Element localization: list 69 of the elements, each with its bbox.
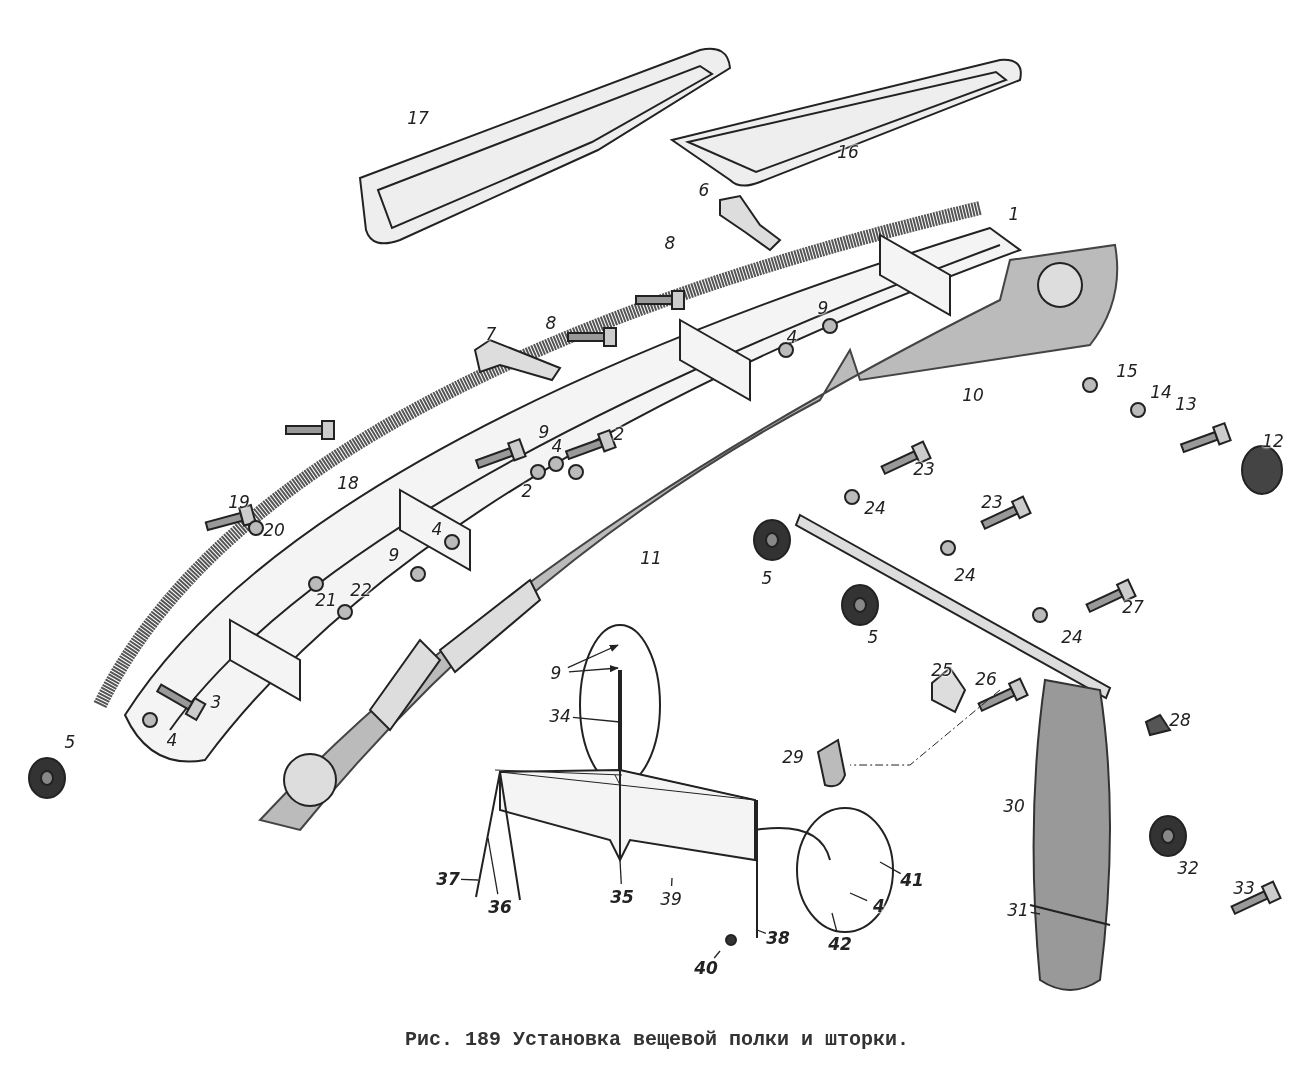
callout-number: 25: [931, 661, 953, 679]
callout-number: 9: [550, 664, 562, 682]
callout-number: 11: [640, 549, 662, 567]
callout-number: 33: [1233, 879, 1255, 897]
leader-line: [849, 892, 868, 902]
callout-number: 14: [1150, 383, 1172, 401]
callout-number: 16: [837, 143, 859, 161]
leader-line: [1030, 911, 1041, 915]
callout-number: 13: [1175, 395, 1197, 413]
callout-number: 22: [350, 581, 372, 599]
callout-number: 9: [388, 546, 400, 564]
callout-number: 31: [1007, 901, 1029, 919]
callout-number: 4: [431, 520, 443, 538]
callout-number: 38: [766, 929, 790, 947]
callout-number: 4: [873, 897, 885, 915]
leader-line: [831, 912, 838, 933]
leader-line: [487, 837, 499, 895]
leader-line: [670, 877, 673, 887]
leader-line: [713, 950, 721, 959]
callout-number: 5: [761, 569, 773, 587]
callout-number: 32: [1177, 859, 1199, 877]
callout-number: 26: [975, 670, 997, 688]
callout-number: 8: [664, 234, 676, 252]
callout-number: 17: [407, 109, 429, 127]
callout-number: 5: [867, 628, 879, 646]
callout-number: 27: [1122, 598, 1144, 616]
callout-number: 3: [210, 693, 222, 711]
callout-number: 10: [962, 386, 984, 404]
callout-number: 40: [694, 959, 718, 977]
callout-number: 20: [263, 521, 285, 539]
leader-line: [572, 716, 621, 723]
callout-number: 23: [913, 460, 935, 478]
leader-line: [568, 665, 619, 673]
leader-line: [567, 644, 619, 669]
callout-number: 8: [545, 314, 557, 332]
callout-number: 19: [228, 493, 250, 511]
callout-number: 5: [64, 733, 76, 751]
callout-number: 2: [613, 425, 625, 443]
callout-number: 4: [551, 437, 563, 455]
callout-number: 42: [828, 935, 852, 953]
callout-number: 23: [981, 493, 1003, 511]
callout-number: 41: [900, 871, 924, 889]
callout-number: 24: [864, 499, 886, 517]
callout-number: 21: [315, 591, 337, 609]
callout-number: 15: [1116, 362, 1138, 380]
callout-number: 9: [538, 423, 550, 441]
callout-number: 29: [782, 748, 804, 766]
callout-number: 37: [436, 870, 460, 888]
callout-number: 18: [337, 474, 359, 492]
callout-number: 9: [817, 299, 829, 317]
callout-number: 30: [1003, 797, 1025, 815]
callout-number: 36: [488, 898, 512, 916]
callout-number: 24: [1061, 628, 1083, 646]
callout-number: 39: [660, 890, 682, 908]
leader-line: [879, 861, 902, 875]
callout-number: 28: [1169, 711, 1191, 729]
callout-number: 1: [1008, 205, 1020, 223]
callout-number: 4: [166, 731, 178, 749]
callout-number: 2: [521, 482, 533, 500]
callout-number: 35: [610, 888, 634, 906]
leader-line: [619, 859, 622, 885]
callout-number: 34: [549, 707, 571, 725]
callout-number: 6: [698, 181, 710, 199]
callout-number: 4: [786, 328, 798, 346]
callout-number: 7: [485, 325, 497, 343]
leader-line: [756, 929, 767, 934]
figure-caption: Рис. 189 Установка вещевой полки и шторки.: [403, 1028, 911, 1051]
callout-number: 24: [954, 566, 976, 584]
leader-line: [460, 878, 479, 881]
